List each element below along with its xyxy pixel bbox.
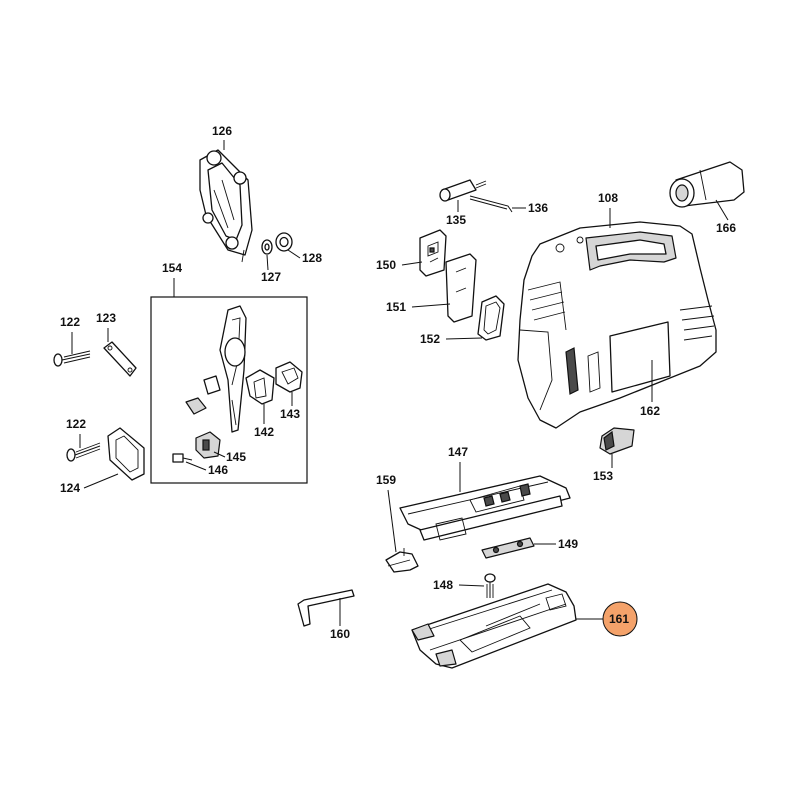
- part-146-screw: [172, 453, 193, 463]
- part-160-hex-key: [297, 589, 355, 627]
- callout-122-top: 122: [60, 315, 80, 329]
- leader-124: [83, 473, 119, 489]
- leader-127: [266, 254, 269, 271]
- callout-160: 160: [330, 627, 350, 641]
- part-142-guide: [245, 369, 275, 405]
- part-128-bushing: [275, 232, 293, 252]
- part-166-cap: [669, 161, 745, 208]
- part-136-wire: [469, 195, 513, 213]
- part-122-screw-bottom: [66, 442, 101, 462]
- callout-122-bottom: 122: [66, 417, 86, 431]
- part-147-rail: [399, 475, 571, 541]
- callout-126: 126: [212, 124, 232, 138]
- callout-166: 166: [716, 221, 736, 235]
- part-108-housing: [517, 221, 717, 429]
- callout-128: 128: [302, 251, 322, 265]
- part-154-blade-holder: [219, 305, 247, 433]
- callout-148: 148: [433, 578, 453, 592]
- part-124-cover: [107, 427, 145, 481]
- part-153-slider: [599, 427, 635, 455]
- part-161-base-plate: [411, 583, 577, 669]
- callout-108: 108: [598, 191, 618, 205]
- part-135-pin: [439, 179, 487, 202]
- leader-152: [445, 337, 483, 340]
- part-145-holder: [195, 431, 221, 459]
- callout-152: 152: [420, 332, 440, 346]
- callout-135: 135: [446, 213, 466, 227]
- callout-146: 146: [208, 463, 228, 477]
- callout-149: 149: [558, 537, 578, 551]
- part-143-block: [275, 361, 303, 393]
- part-149-plate: [481, 537, 535, 559]
- callout-142: 142: [254, 425, 274, 439]
- leader-150: [401, 261, 423, 266]
- callout-143: 143: [280, 407, 300, 421]
- leader-145: [213, 451, 226, 458]
- leader-146: [185, 461, 207, 471]
- callout-151: 151: [386, 300, 406, 314]
- part-148-screw: [484, 573, 496, 598]
- callout-123: 123: [96, 311, 116, 325]
- part-152-gasket: [477, 295, 505, 341]
- part-150-plate: [419, 229, 447, 277]
- part-159-lever: [385, 548, 419, 573]
- callout-124: 124: [60, 481, 80, 495]
- assembly-154-frame: [150, 296, 308, 484]
- part-151-plate: [445, 253, 477, 323]
- part-154-clip: [185, 375, 221, 415]
- part-127-washer: [261, 239, 273, 255]
- part-123-plate: [103, 341, 137, 377]
- part-122-screw-top: [53, 350, 91, 367]
- leader-151: [411, 303, 451, 308]
- callout-153: 153: [593, 469, 613, 483]
- callout-147: 147: [448, 445, 468, 459]
- leader-148: [458, 584, 485, 587]
- leader-128: [287, 249, 301, 259]
- callout-127: 127: [261, 270, 281, 284]
- part-126-bracket: [199, 149, 253, 263]
- leader-166: [715, 199, 729, 221]
- callout-150: 150: [376, 258, 396, 272]
- callout-154: 154: [162, 261, 182, 275]
- callout-136: 136: [528, 201, 548, 215]
- callout-161: 161: [609, 612, 629, 626]
- leader-159: [387, 489, 397, 553]
- callout-145: 145: [226, 450, 246, 464]
- callout-162: 162: [640, 404, 660, 418]
- callout-159: 159: [376, 473, 396, 487]
